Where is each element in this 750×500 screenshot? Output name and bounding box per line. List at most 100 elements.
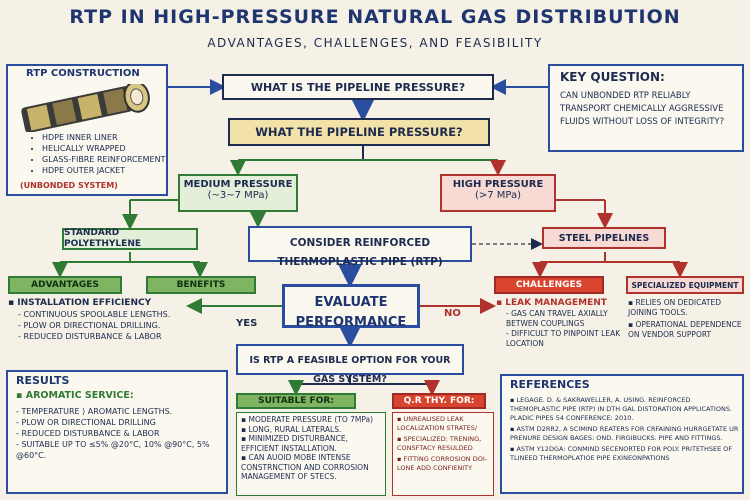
qr-panel: ▪ UNREALISED LEAK LOCALIZATION STRATES/ … <box>392 412 494 496</box>
page-subtitle: ADVANTAGES, CHALLENGES, AND FEASIBILITY <box>207 36 543 50</box>
challenge-item: - GAS CAN TRAVEL AXIALLY BETWEN COUPLING… <box>506 309 608 328</box>
suitable-text: MODERATE PRESSURE (TO 7MPa) <box>248 415 374 424</box>
rtp-construction-panel: RTP CONSTRUCTION HDPE INNER LINER HELICA… <box>6 64 168 196</box>
connector-medium-branches <box>122 199 266 230</box>
result-text: PLOW OR DIRECTIONAL DRILLING <box>21 418 156 427</box>
rtp-construction-title: RTP CONSTRUCTION <box>26 68 140 79</box>
medium-pressure-range: (~3~7 MPa) <box>207 190 269 201</box>
specialized-equipment-header: SPECIALIZED EQUIPMENT <box>626 276 744 294</box>
suitable-panel: ▪ MODERATE PRESSURE (TO 7MPa) ▪ LONG, RU… <box>236 412 386 496</box>
high-pressure-label: HIGH PRESSURE <box>452 179 544 190</box>
page-title: RTP IN HIGH-PRESSURE NATURAL GAS DISTRIB… <box>69 6 681 28</box>
no-label: NO <box>444 308 461 319</box>
consider-rtp-label: CONSIDER REINFORCED THERMOPLASTIC PIPE (… <box>277 237 443 268</box>
result-item: - TEMPERATURE ⟩ AROMATIC LENGTHS. <box>16 407 173 416</box>
pipeline-pressure-question-2: WHAT THE PIPELINE PRESSURE? <box>228 118 490 146</box>
benefit-text: CONTINUOUS SPOOLABLE LENGTHS. <box>23 310 171 319</box>
result-item: - PLOW OR DIRECTIONAL DRILLING <box>16 418 156 427</box>
consider-rtp-box: CONSIDER REINFORCED THERMOPLASTIC PIPE (… <box>248 226 472 268</box>
challenge-item: - DIFFICULT TO PINPOINT LEAK LOCATION <box>506 329 621 348</box>
steel-pipelines-label: STEEL PIPELINES <box>558 232 650 244</box>
suitable-text: MINIMIZED DISTURBANCE, EFFICIENT INSTALL… <box>241 434 348 453</box>
results-sub-text: AROMATIC SERVICE: <box>25 390 134 401</box>
feasible-label: IS RTP A FEASIBLE OPTION FOR YOUR GAS SY… <box>249 355 451 385</box>
specialized-equipment-label: SPECIALIZED EQUIPMENT <box>631 280 739 290</box>
reference-item: ▪ LEGAGE. D. & SAKRAWELLER, A. USING. RE… <box>510 396 733 422</box>
suitable-item: ▪ CAN AUOID MOBE INTENSE CONSTRNCTION AN… <box>241 453 369 481</box>
specialized-text: OPERATIONAL DEPENDENCE ON VENDOR SUPPORT <box>628 320 742 339</box>
challenges-header: CHALLENGES <box>494 276 604 294</box>
evaluate-performance-box: EVALUATE PERFORMANCE <box>282 284 420 330</box>
q2-label: WHAT THE PIPELINE PRESSURE? <box>255 125 463 139</box>
qr-title: Q.R THY. FOR: <box>403 395 475 406</box>
specialized-item: ▪ OPERATIONAL DEPENDENCE ON VENDOR SUPPO… <box>628 320 742 339</box>
result-text: TEMPERATURE ⟩ AROMATIC LENGTHS. <box>21 407 173 416</box>
connector-feasible-split <box>288 375 440 396</box>
result-text: SUITABLE UP TO ≤5% @20°C, 10% @90°C, 5% … <box>16 440 210 460</box>
connector-standardpe-split <box>52 252 208 278</box>
results-sub: ▪ AROMATIC SERVICE: <box>16 390 134 401</box>
high-pressure-range: (>7 MPa) <box>474 190 522 201</box>
suitable-item: ▪ MODERATE PRESSURE (TO 7MPa) <box>241 415 374 424</box>
qr-item: ▪ FITTING CORROSION DOI-LONE ADD CONFIEN… <box>397 455 488 472</box>
construction-note: (UNBONDED SYSTEM) <box>20 181 118 190</box>
benefits-label: BENEFITS <box>176 279 226 290</box>
construction-item: HDPE INNER LINER <box>42 132 170 143</box>
benefit-item: - CONTINUOUS SPOOLABLE LENGTHS. <box>18 310 171 319</box>
suitable-text: LONG, RURAL LATERALS. <box>248 424 342 434</box>
pipeline-pressure-question: WHAT IS THE PIPELINE PRESSURE? <box>222 74 494 100</box>
advantages-label: ADVANTAGES <box>31 279 99 290</box>
challenges-panel: ▪ LEAK MANAGEMENT - GAS CAN TRAVEL AXIAL… <box>496 298 624 358</box>
result-item: - REDUCED DISTURBANCE & LABOR <box>16 429 160 438</box>
standard-polyethylene-box: STANDARD POLYETHYLENE <box>62 228 198 250</box>
qr-item: ▪ UNREALISED LEAK LOCALIZATION STRATES/ <box>397 415 478 432</box>
reference-item: ▪ ASTM Y12DGA: CONMIND SECENORTED FOR PO… <box>510 445 733 462</box>
advantages-header: ADVANTAGES <box>8 276 122 294</box>
reference-item: ▪ ASTM D2RR2, A SCIMIND REATERS FOR CRFA… <box>510 425 739 442</box>
result-text: REDUCED DISTURBANCE & LABOR <box>21 429 160 438</box>
challenge-text: GAS CAN TRAVEL AXIALLY BETWEN COUPLINGS <box>506 309 608 328</box>
challenges-lead-text: LEAK MANAGEMENT <box>505 298 607 308</box>
evaluate-label: EVALUATE PERFORMANCE <box>295 295 407 330</box>
challenges-label: CHALLENGES <box>515 279 583 290</box>
benefits-panel: ▪ INSTALLATION EFFICIENCY - CONTINUOUS S… <box>8 298 248 358</box>
construction-item: GLASS-FIBRE REINFORCEMENT <box>42 154 170 165</box>
qr-header: Q.R THY. FOR: <box>392 393 486 409</box>
benefit-item: - REDUCED DISTURBANCE & LABOR <box>18 332 162 341</box>
results-title: RESULTS <box>16 374 70 387</box>
reference-text: ASTM Y12DGA: CONMIND SECENORTED FOR POLY… <box>510 445 733 462</box>
references-panel: REFERENCES ▪ LEGAGE. D. & SAKRAWELLER, A… <box>500 374 744 494</box>
connector-steel-split <box>532 252 688 278</box>
specialized-item: ▪ RELIES ON DEDICATED JOINING TOOLS. <box>628 298 721 317</box>
suitable-header: SUITABLE FOR: <box>236 393 356 409</box>
qr-text: UNREALISED LEAK LOCALIZATION STRATES/ <box>397 415 478 432</box>
results-panel: RESULTS ▪ AROMATIC SERVICE: - TEMPERATUR… <box>6 370 228 494</box>
high-pressure-box: HIGH PRESSURE (>7 MPa) <box>440 174 556 212</box>
suitable-item: ▪ LONG, RURAL LATERALS. <box>241 424 342 434</box>
pipe-cross-section-icon <box>21 84 150 132</box>
challenge-text: DIFFICULT TO PINPOINT LEAK LOCATION <box>506 329 621 348</box>
specialized-text: RELIES ON DEDICATED JOINING TOOLS. <box>628 298 721 317</box>
benefit-text: REDUCED DISTURBANCE & LABOR <box>23 332 162 341</box>
suitable-text: CAN AUOID MOBE INTENSE CONSTRNCTION AND … <box>241 453 369 481</box>
result-item: - SUITABLE UP TO ≤5% @20°C, 10% @90°C, 5… <box>16 440 210 460</box>
key-question-title: KEY QUESTION: <box>560 70 665 84</box>
benefit-item: - PLOW OR DIRECTIONAL DRILLING. <box>18 321 161 330</box>
challenges-lead: ▪ LEAK MANAGEMENT <box>496 298 607 308</box>
results-list: - TEMPERATURE ⟩ AROMATIC LENGTHS. - PLOW… <box>16 406 222 461</box>
q1-label: WHAT IS THE PIPELINE PRESSURE? <box>250 80 466 94</box>
specialized-panel: ▪ RELIES ON DEDICATED JOINING TOOLS. ▪ O… <box>628 298 746 358</box>
reference-text: ASTM D2RR2, A SCIMIND REATERS FOR CRFAIN… <box>510 425 739 442</box>
key-question-text: CAN UNBONDED RTP RELIABLY TRANSPORT CHEM… <box>560 91 725 127</box>
connector-q2-split <box>230 146 506 176</box>
qr-text: FITTING CORROSION DOI-LONE ADD CONFIENIT… <box>397 455 488 472</box>
standard-pe-label: STANDARD POLYETHYLENE <box>64 228 141 249</box>
references-title: REFERENCES <box>510 378 590 391</box>
medium-pressure-label: MEDIUM PRESSURE <box>183 179 293 190</box>
rtp-construction-list: HDPE INNER LINER HELICALLY WRAPPED GLASS… <box>30 132 170 176</box>
benefit-text: PLOW OR DIRECTIONAL DRILLING. <box>23 321 161 330</box>
benefits-header: BENEFITS <box>146 276 256 294</box>
key-question-panel: KEY QUESTION: CAN UNBONDED RTP RELIABLY … <box>548 64 744 152</box>
suitable-item: ▪ MINIMIZED DISTURBANCE, EFFICIENT INSTA… <box>241 434 348 453</box>
